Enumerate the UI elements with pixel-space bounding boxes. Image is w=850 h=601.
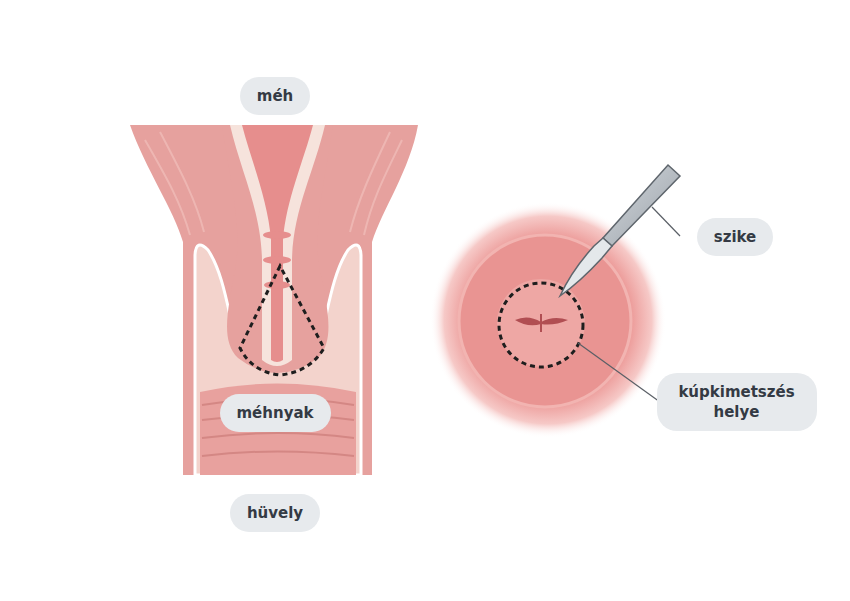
external-os bbox=[540, 314, 542, 332]
part-name: méhnyak bbox=[236, 403, 315, 423]
scalpel-blade bbox=[560, 238, 612, 296]
vaginal-rugae bbox=[200, 384, 356, 476]
part-name: hüvely bbox=[246, 503, 304, 523]
cervix-view-glow bbox=[430, 202, 666, 438]
label-pill: szike bbox=[697, 218, 773, 256]
scalpel-handle bbox=[603, 165, 680, 246]
cervix-face bbox=[459, 235, 631, 407]
excision-circle bbox=[499, 283, 583, 367]
leader-line bbox=[652, 207, 680, 236]
cervix-os-area bbox=[497, 279, 585, 367]
cervical-canal bbox=[242, 125, 313, 362]
cone-outline bbox=[240, 266, 324, 375]
label-pill: kúpkimetszés helye bbox=[657, 373, 817, 431]
uterus-wall bbox=[130, 125, 418, 475]
leader-line bbox=[578, 343, 660, 402]
label-pill: méhnyak bbox=[220, 394, 331, 432]
label-pill: méh bbox=[240, 77, 310, 115]
cervix-lining bbox=[230, 125, 325, 366]
part-name: szike bbox=[713, 227, 757, 247]
label-pill: hüvely bbox=[230, 494, 320, 532]
part-name: méh bbox=[256, 86, 294, 106]
part-name: kúpkimetszés helye bbox=[673, 382, 801, 422]
